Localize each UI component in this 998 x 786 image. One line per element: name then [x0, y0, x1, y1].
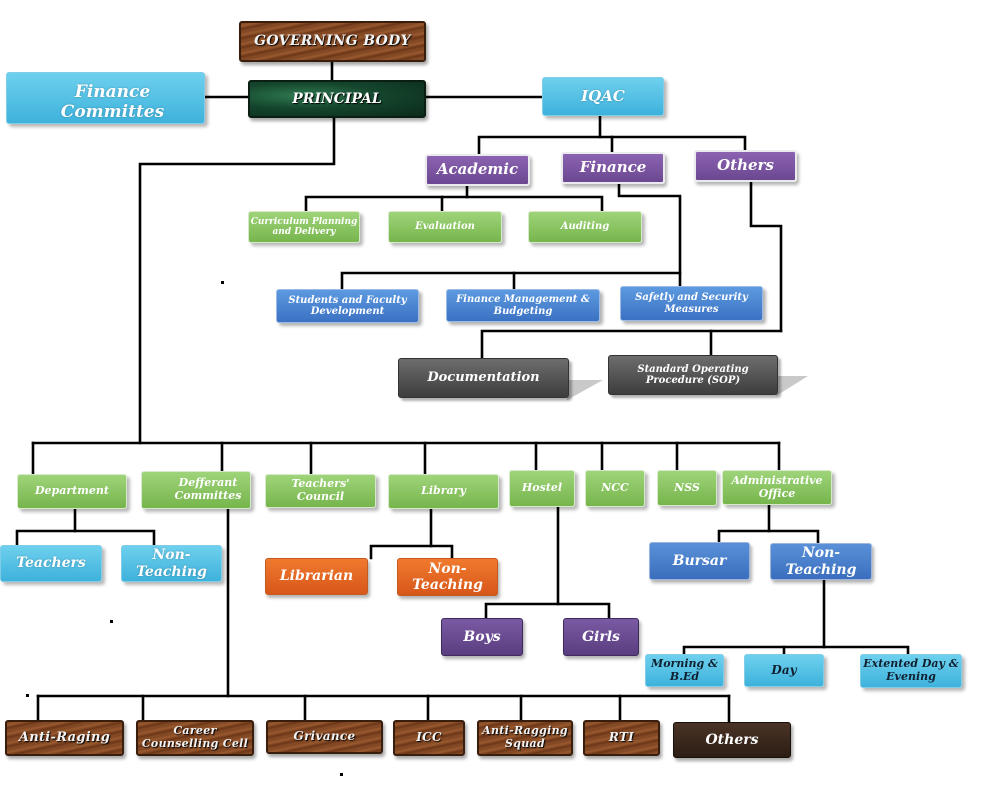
documentation-node[interactable]: Documentation — [398, 358, 569, 398]
sop-node[interactable]: Standard Operating Procedure (SOP) — [608, 355, 778, 395]
anti-ragging-squad-node[interactable]: Anti-Ragging Squad — [477, 720, 573, 756]
stray-dot — [26, 694, 29, 697]
extended-day-evening-node[interactable]: Extented Day & Evening — [860, 654, 962, 688]
bursar-node[interactable]: Bursar — [649, 542, 750, 580]
academic-node[interactable]: Academic — [425, 154, 530, 186]
committees-others-node[interactable]: Others — [673, 722, 791, 758]
rti-node[interactable]: RTI — [583, 720, 660, 756]
evaluation-node[interactable]: Evaluation — [388, 211, 502, 243]
committees-node[interactable]: Defferant Committes — [141, 471, 251, 509]
department-node[interactable]: Department — [17, 474, 127, 509]
day-node[interactable]: Day — [744, 654, 824, 687]
girls-node[interactable]: Girls — [563, 618, 639, 656]
teachers-council-node[interactable]: Teachers' Council — [265, 474, 376, 508]
administrative-office-node[interactable]: Administrative Office — [722, 470, 832, 505]
hostel-node[interactable]: Hostel — [509, 470, 575, 507]
documentation-shadow — [567, 380, 603, 400]
library-node[interactable]: Library — [388, 474, 499, 509]
stray-dot — [221, 281, 224, 284]
morning-bed-node[interactable]: Morning & B.Ed — [645, 654, 724, 687]
stray-dot — [110, 620, 113, 623]
finance-committee-node[interactable]: Finance Committes — [6, 72, 205, 124]
library-non-teaching-node[interactable]: Non-Teaching — [397, 558, 498, 596]
teachers-node[interactable]: Teachers — [0, 545, 102, 582]
others-node[interactable]: Others — [694, 150, 797, 182]
anti-raging-node[interactable]: Anti-Raging — [5, 720, 124, 756]
safety-security-node[interactable]: Safetly and Security Measures — [620, 286, 763, 321]
iqac-node[interactable]: IQAC — [542, 77, 664, 116]
finance-node[interactable]: Finance — [561, 152, 665, 184]
auditing-node[interactable]: Auditing — [528, 211, 642, 243]
students-faculty-development-node[interactable]: Students and Faculty Development — [276, 289, 419, 323]
grivance-node[interactable]: Grivance — [266, 720, 383, 754]
icc-node[interactable]: ICC — [393, 720, 465, 756]
ncc-node[interactable]: NCC — [585, 470, 645, 507]
stray-dot — [340, 773, 343, 776]
department-non-teaching-node[interactable]: Non-Teaching — [121, 545, 222, 582]
sop-shadow — [776, 376, 808, 396]
principal-node[interactable]: PRINCIPAL — [248, 80, 426, 118]
curriculum-planning-node[interactable]: Curriculum Planning and Delivery — [248, 211, 360, 243]
nss-node[interactable]: NSS — [657, 470, 717, 506]
boys-node[interactable]: Boys — [441, 618, 523, 656]
finance-management-node[interactable]: Finance Management & Budgeting — [446, 289, 600, 322]
admin-non-teaching-node[interactable]: Non-Teaching — [770, 543, 872, 580]
librarian-node[interactable]: Librarian — [265, 558, 368, 595]
career-counselling-node[interactable]: Career Counselling Cell — [136, 720, 254, 756]
governing-body-node[interactable]: GOVERNING BODY — [239, 21, 426, 62]
